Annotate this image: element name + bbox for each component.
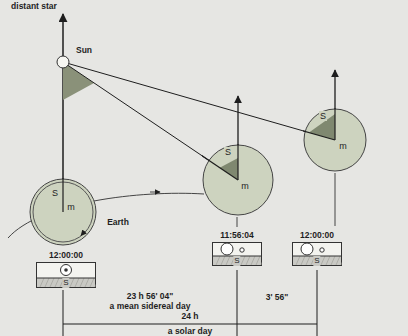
- sky-view-box: 11:56:04S: [212, 242, 262, 266]
- earth-outline: [29, 178, 97, 246]
- earth-outline: [303, 108, 367, 172]
- horizon-letter: S: [233, 256, 240, 266]
- direction-letter: S: [319, 111, 327, 121]
- scale-line: [63, 324, 317, 325]
- sun-symbol: [57, 56, 69, 68]
- star-direction-arrow: [237, 96, 238, 180]
- meridian-letter: m: [66, 202, 76, 212]
- object-label: Sun: [75, 46, 93, 55]
- scale-tick: [237, 270, 238, 336]
- earth-disc: Sm: [303, 108, 367, 172]
- time-label: 12:00:00: [299, 230, 335, 240]
- time-span-label: 23 h 56' 04": [126, 292, 175, 301]
- sun-line: [63, 62, 238, 180]
- direction-letter: S: [51, 188, 59, 198]
- angle-wedge: [63, 62, 94, 100]
- leader-line: [335, 173, 336, 226]
- time-span-label: 24 h: [180, 312, 199, 321]
- earth-disc: Sm: [29, 178, 97, 246]
- meridian-letter: m: [338, 141, 348, 151]
- meridian-letter: m: [240, 181, 250, 191]
- object-label: Earth: [106, 218, 130, 227]
- time-label: 11:56:04: [219, 230, 255, 240]
- earth-disc: Sm: [202, 144, 274, 216]
- leader-line: [237, 217, 238, 227]
- sky-view-box: 12:00:00S: [36, 262, 96, 288]
- star-direction-arrow: [62, 14, 64, 212]
- time-span-label: 3' 56": [265, 293, 290, 302]
- time-span-label: a mean sidereal day: [109, 302, 192, 311]
- sky-view-box: 12:00:00S: [292, 242, 342, 266]
- star-direction-arrow: [334, 70, 335, 140]
- scale-tick: [63, 290, 64, 336]
- horizon-letter: S: [313, 256, 320, 266]
- direction-letter: S: [224, 147, 232, 157]
- orbit-arrow: [150, 192, 160, 193]
- time-span-label: a solar day: [167, 327, 213, 336]
- scale-tick: [317, 270, 318, 336]
- sun-line: [63, 62, 335, 140]
- object-label: distant star: [10, 2, 58, 11]
- time-label: 12:00:00: [48, 250, 84, 260]
- horizon-letter: S: [62, 278, 69, 288]
- earth-outline: [202, 144, 274, 216]
